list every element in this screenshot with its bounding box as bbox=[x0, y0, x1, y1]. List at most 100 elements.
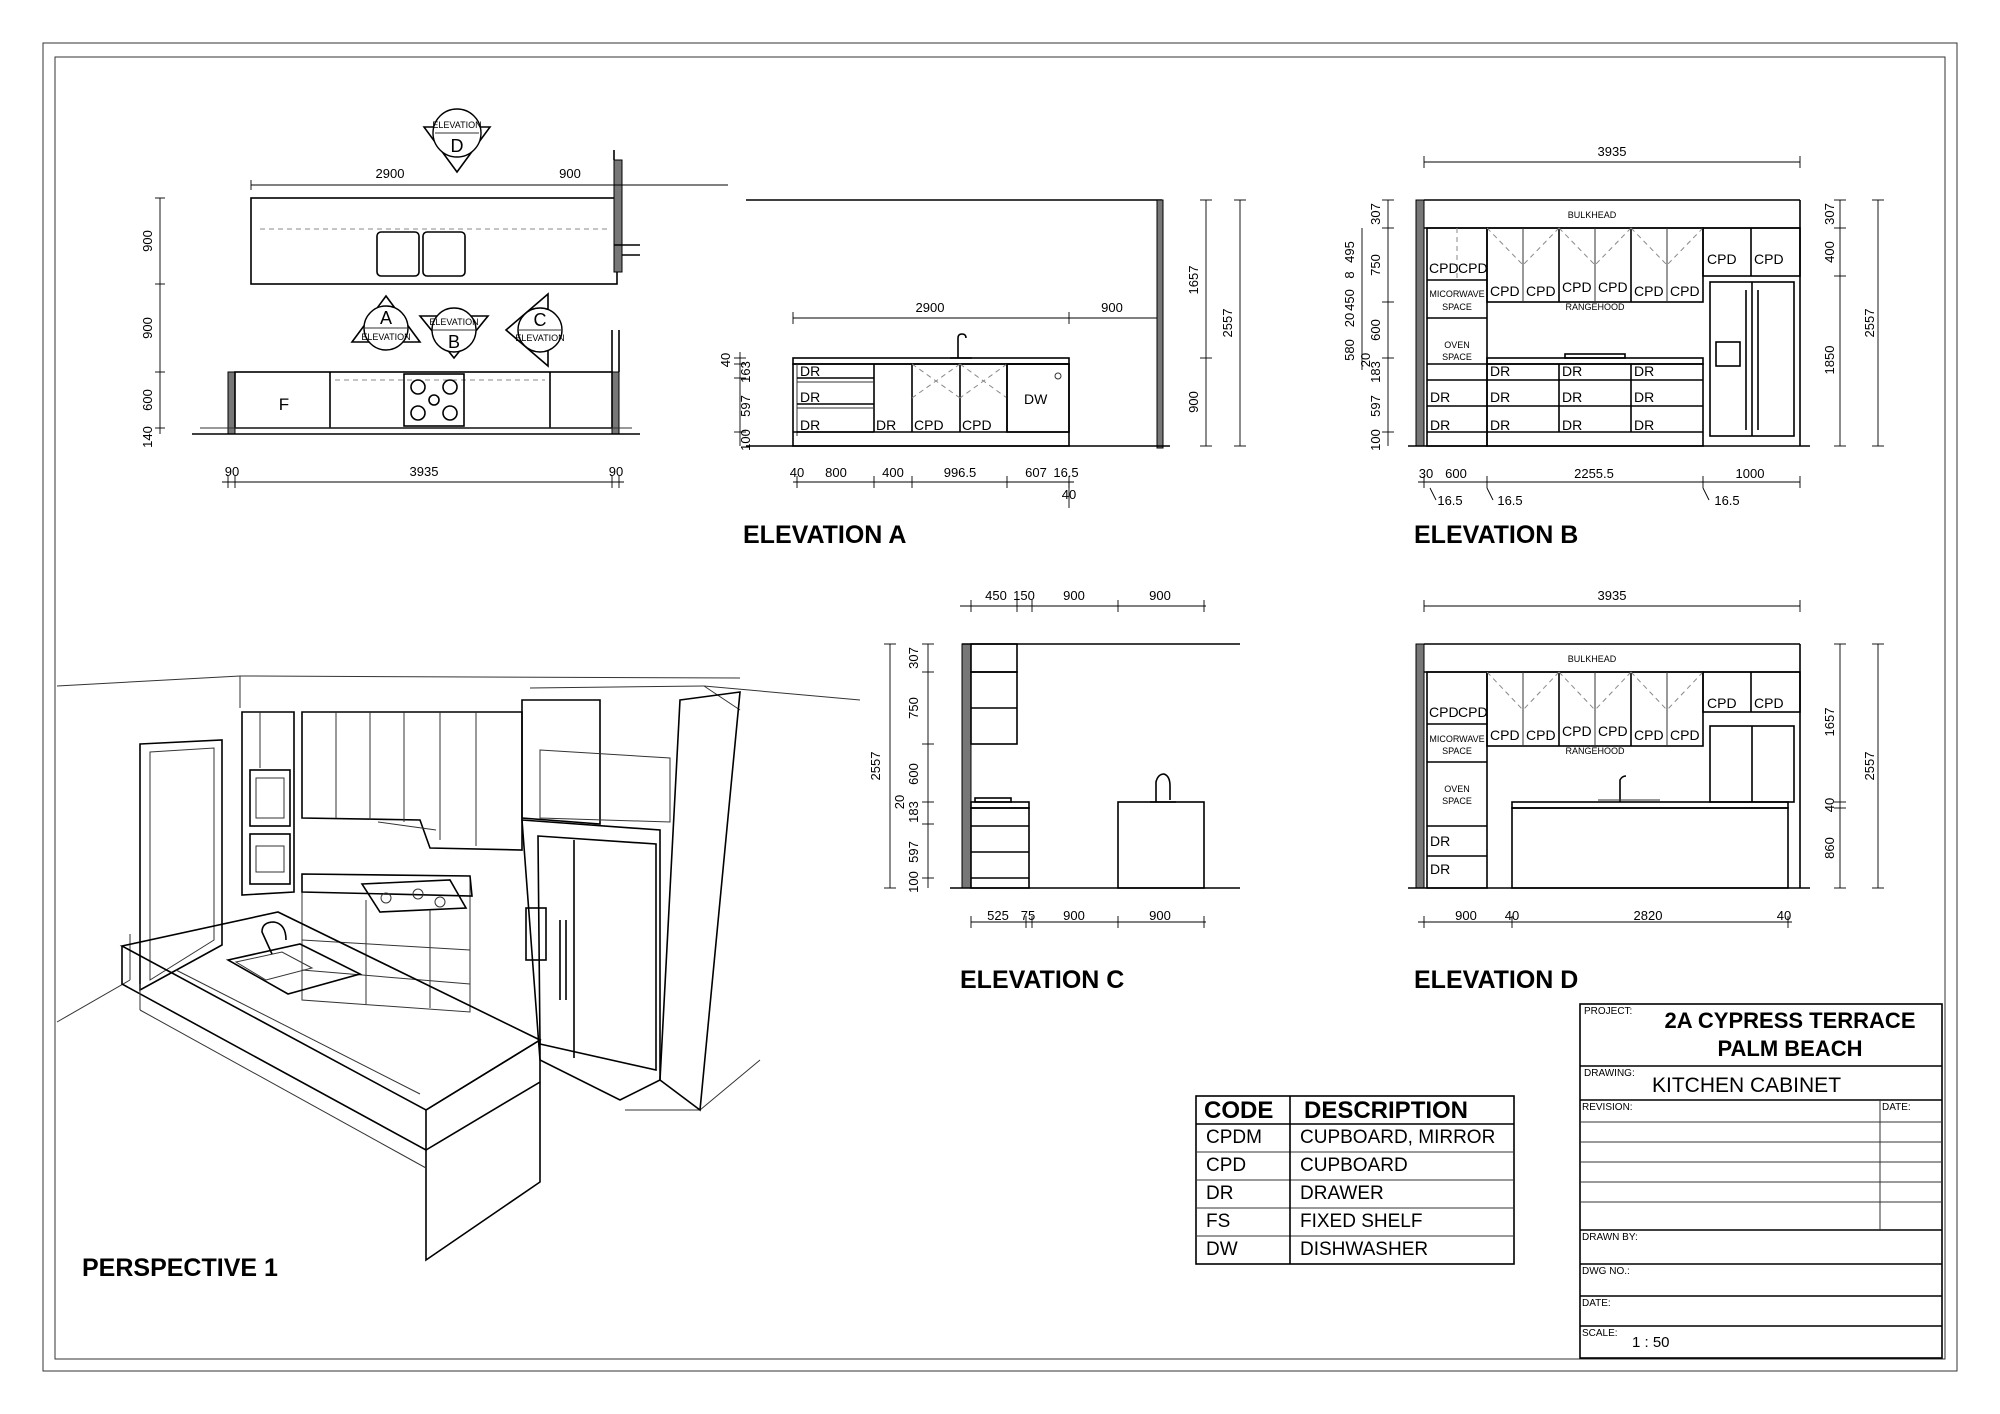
elev-b-dim-20b: 20 bbox=[1358, 353, 1373, 367]
elev-d-cpd-f1: CPD bbox=[1707, 695, 1737, 711]
elev-b-dim-750: 750 bbox=[1368, 254, 1383, 276]
elev-b-dr-b6: DR bbox=[1634, 389, 1654, 405]
legend-row-desc: FIXED SHELF bbox=[1300, 1211, 1423, 1232]
elev-c-dim-20: 20 bbox=[892, 795, 907, 809]
drawn-by-label: DRAWN BY: bbox=[1582, 1232, 1638, 1243]
elev-b-dim-r307: 307 bbox=[1822, 203, 1837, 225]
elev-a-dim-100: 100 bbox=[738, 429, 753, 451]
elevation-c-title: ELEVATION C bbox=[960, 966, 1124, 994]
elev-b-dim-183: 183 bbox=[1368, 361, 1383, 383]
elev-c-dim-100: 100 bbox=[906, 871, 921, 893]
elev-d-dim-b2820: 2820 bbox=[1634, 908, 1663, 923]
elev-d-cpd-u2: CPD bbox=[1526, 727, 1556, 743]
elev-b-cpd-u3: CPD bbox=[1562, 279, 1592, 295]
elev-a-dim-900: 900 bbox=[1101, 300, 1123, 315]
elev-d-dim-b40b: 40 bbox=[1777, 908, 1791, 923]
plan-dim-600: 600 bbox=[140, 389, 155, 411]
elev-d-dr-1: DR bbox=[1430, 833, 1450, 849]
elev-a-dim-2900: 2900 bbox=[916, 300, 945, 315]
elev-d-microwave-2: SPACE bbox=[1442, 746, 1472, 756]
elev-b-cpd-u2: CPD bbox=[1526, 283, 1556, 299]
elev-b-cpd-f2: CPD bbox=[1754, 251, 1784, 267]
elev-b-dim-b16a: 16.5 bbox=[1437, 493, 1462, 508]
elev-a-dim-b-40: 40 bbox=[790, 465, 804, 480]
elev-b-dim-100: 100 bbox=[1368, 429, 1383, 451]
elev-b-dr-2: DR bbox=[1430, 417, 1450, 433]
elev-c-dim-2557: 2557 bbox=[868, 752, 883, 781]
elev-a-dim-163: 163 bbox=[738, 361, 753, 383]
elev-b-dim-450: 450 bbox=[1342, 289, 1357, 311]
legend-row: CPD bbox=[1206, 1155, 1247, 1176]
elev-b-dim-b30: 30 bbox=[1419, 466, 1433, 481]
drawing-label: DRAWING: bbox=[1584, 1068, 1635, 1079]
elev-d-dim-860: 860 bbox=[1822, 837, 1837, 859]
plan-view: ELEVATION D 2900 900 A ELEVATION bbox=[140, 108, 728, 488]
project-label: PROJECT: bbox=[1584, 1006, 1633, 1017]
elev-b-dim-r2557: 2557 bbox=[1862, 309, 1877, 338]
legend-row-desc: DRAWER bbox=[1300, 1183, 1384, 1204]
elev-a-dim-b-800: 800 bbox=[825, 465, 847, 480]
elev-d-oven-1: OVEN bbox=[1444, 784, 1470, 794]
elev-a-dim-b-996: 996.5 bbox=[944, 465, 977, 480]
elev-d-oven-2: SPACE bbox=[1442, 796, 1472, 806]
elev-a-dim-40: 40 bbox=[718, 353, 733, 367]
elev-b-dr-b2: DR bbox=[1562, 363, 1582, 379]
marker-d-letter: D bbox=[451, 136, 464, 156]
elev-b-dr-b8: DR bbox=[1562, 417, 1582, 433]
elev-a-dim-597: 597 bbox=[738, 395, 753, 417]
elev-d-dim-b900: 900 bbox=[1455, 908, 1477, 923]
elev-b-microwave-1: MICORWAVE bbox=[1429, 289, 1484, 299]
revision-label: REVISION: bbox=[1582, 1102, 1633, 1113]
elev-a-dim-900-right: 900 bbox=[1186, 391, 1201, 413]
elev-b-dim-8: 8 bbox=[1342, 271, 1357, 278]
elev-a-dim-b-40-2: 40 bbox=[1062, 487, 1076, 502]
code-legend-table bbox=[1195, 1095, 1515, 1265]
elevation-marker-d: ELEVATION D bbox=[422, 108, 492, 174]
elev-d-cpd-p2: CPD bbox=[1458, 704, 1488, 720]
elev-c-dim-900b: 900 bbox=[1149, 588, 1171, 603]
elevation-c-drawing: 450 150 900 900 307 750 2557 600 20 183 … bbox=[868, 588, 1240, 994]
elev-b-dim-3935: 3935 bbox=[1598, 144, 1627, 159]
elev-c-dim-b900a: 900 bbox=[1063, 908, 1085, 923]
elevation-a-drawing: DR DR DR DR CPD CPD DW 2900 900 40 163 5… bbox=[718, 199, 1246, 549]
elev-c-dim-600: 600 bbox=[906, 763, 921, 785]
elev-b-dim-580: 580 bbox=[1342, 339, 1357, 361]
plan-dim-90-right: 90 bbox=[609, 464, 623, 479]
elev-c-dim-307: 307 bbox=[906, 647, 921, 669]
elevation-marker-c: C ELEVATION bbox=[504, 292, 565, 368]
perspective-drawing: PERSPECTIVE 1 bbox=[56, 675, 861, 1282]
legend-row: DR bbox=[1206, 1183, 1234, 1204]
elev-c-dim-750: 750 bbox=[906, 697, 921, 719]
plan-dim-140: 140 bbox=[140, 426, 155, 448]
elev-b-dr-b7: DR bbox=[1490, 417, 1510, 433]
elev-b-dr-b9: DR bbox=[1634, 417, 1654, 433]
elevation-d-title: ELEVATION D bbox=[1414, 966, 1578, 994]
elev-d-cpd-f2: CPD bbox=[1754, 695, 1784, 711]
elev-a-dim-1657: 1657 bbox=[1186, 266, 1201, 295]
elev-b-cpd-f1: CPD bbox=[1707, 251, 1737, 267]
elev-a-dim-b-607: 607 bbox=[1025, 465, 1047, 480]
project-name-line1: 2A CYPRESS TERRACE bbox=[1664, 1008, 1916, 1033]
elev-a-cell-cpd-2: CPD bbox=[962, 417, 992, 433]
legend-row: DW bbox=[1206, 1239, 1238, 1260]
elevation-b-drawing: BULKHEAD CPD CPD MICORWAVE SPACE OVEN SP… bbox=[1342, 144, 1884, 549]
elev-c-dim-900a: 900 bbox=[1063, 588, 1085, 603]
plan-dim-900-top: 900 bbox=[559, 166, 581, 181]
elev-c-dim-183: 183 bbox=[906, 801, 921, 823]
elev-b-dr-b3: DR bbox=[1634, 363, 1654, 379]
elev-d-microwave-1: MICORWAVE bbox=[1429, 734, 1484, 744]
plan-dim-3935: 3935 bbox=[410, 464, 439, 479]
title-block bbox=[1579, 1003, 1943, 1359]
elev-a-cell-dr-2: DR bbox=[800, 389, 820, 405]
elev-b-cpd-u6: CPD bbox=[1670, 283, 1700, 299]
elev-c-dim-b525: 525 bbox=[987, 908, 1009, 923]
legend-row-desc: DISHWASHER bbox=[1300, 1239, 1429, 1260]
elev-b-dim-597: 597 bbox=[1368, 395, 1383, 417]
project-name-line2: PALM BEACH bbox=[1717, 1036, 1863, 1061]
elev-d-dim-2557: 2557 bbox=[1862, 752, 1877, 781]
plan-dim-900-a: 900 bbox=[140, 230, 155, 252]
elev-b-dim-b1000: 1000 bbox=[1736, 466, 1765, 481]
elev-b-dim-r400: 400 bbox=[1822, 241, 1837, 263]
elev-d-cpd-u6: CPD bbox=[1670, 727, 1700, 743]
